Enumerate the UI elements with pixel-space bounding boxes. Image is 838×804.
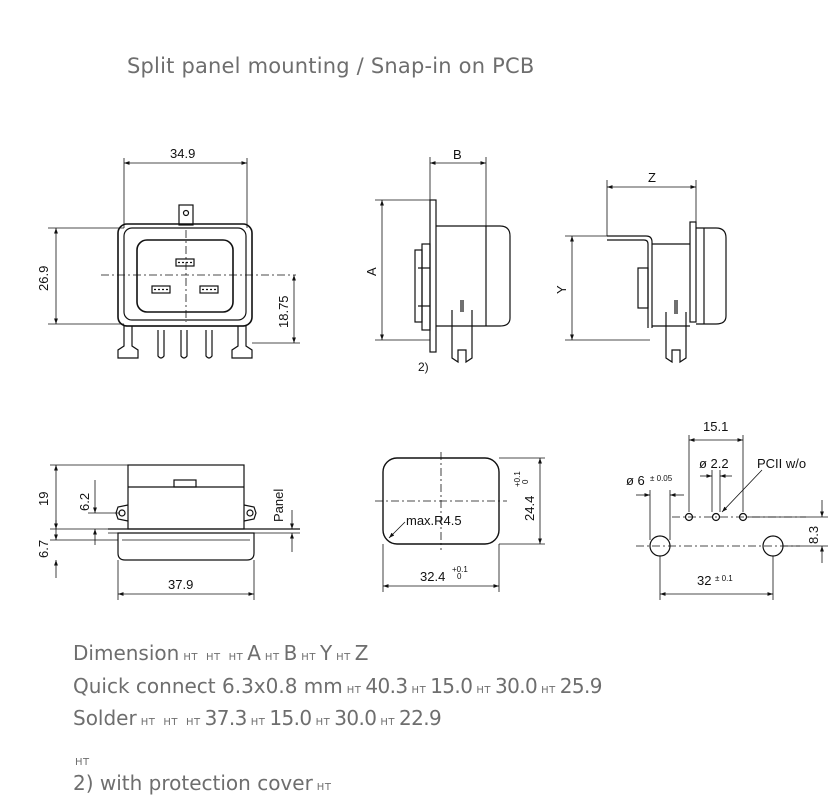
dim-y: Y	[554, 285, 569, 294]
tol-32-4-plus: +0.1	[452, 565, 468, 574]
dim-6: ø 6	[626, 473, 645, 488]
max-radius: max.R4.5	[406, 513, 462, 528]
dim-32: 32	[697, 573, 711, 588]
tol-0-05: ± 0.05	[650, 474, 673, 483]
dim-18-75: 18.75	[276, 295, 291, 328]
front-view	[48, 158, 300, 359]
footnote-text: 2) with protection cover	[73, 771, 313, 795]
bottom-view	[50, 464, 300, 600]
value-y: 30.0	[494, 674, 538, 698]
dim-34-9: 34.9	[170, 146, 195, 161]
dim-19: 19	[36, 492, 51, 506]
table-spacer: HT	[75, 757, 90, 768]
dim-6-7: 6.7	[36, 540, 51, 558]
dim-24-4: 24.4	[522, 496, 537, 521]
dim-a: A	[364, 267, 379, 276]
row-label: Dimension	[73, 641, 180, 665]
value-b: 15.0	[269, 706, 312, 730]
side-view-yz	[565, 180, 727, 364]
tol-24-4-zero: 0	[521, 479, 530, 484]
dim-32-4: 32.4	[420, 569, 445, 584]
technical-drawing: 34.9 26.9 18.75 B A 2)	[36, 146, 828, 600]
col-y-header: Y	[319, 641, 333, 665]
value-z: 22.9	[398, 706, 442, 730]
value-a: 37.3	[204, 706, 248, 730]
tol-24-4-plus: +0.1	[513, 471, 522, 487]
note-2: 2)	[418, 360, 429, 374]
tol-0-1: ± 0.1	[715, 574, 733, 583]
col-z-header: Z	[354, 641, 369, 665]
row-label: Quick connect 6.3x0.8 mm	[73, 674, 343, 698]
pcb-pattern	[636, 435, 828, 600]
dim-z: Z	[648, 170, 656, 185]
dim-15-1: 15.1	[703, 419, 728, 434]
col-b-header: B	[283, 641, 298, 665]
col-a-header: A	[247, 641, 261, 665]
page-title: Split panel mounting / Snap-in on PCB	[127, 54, 535, 78]
cutout-view	[375, 452, 545, 592]
dim-2-2: ø 2.2	[699, 456, 729, 471]
dim-8-3: 8.3	[806, 526, 821, 544]
value-a: 40.3	[365, 674, 408, 698]
pcii-label: PCII w/o	[757, 456, 806, 471]
dim-6-2: 6.2	[77, 493, 92, 511]
dim-b: B	[453, 147, 462, 162]
dim-26-9: 26.9	[36, 266, 51, 291]
tol-32-4-zero: 0	[457, 572, 462, 581]
panel-label: Panel	[271, 489, 286, 522]
dim-37-9: 37.9	[168, 577, 193, 592]
row-label: Solder	[73, 706, 137, 730]
value-z: 25.9	[559, 674, 603, 698]
side-view-ab	[375, 157, 511, 364]
value-b: 15.0	[430, 674, 473, 698]
value-y: 30.0	[334, 706, 377, 730]
